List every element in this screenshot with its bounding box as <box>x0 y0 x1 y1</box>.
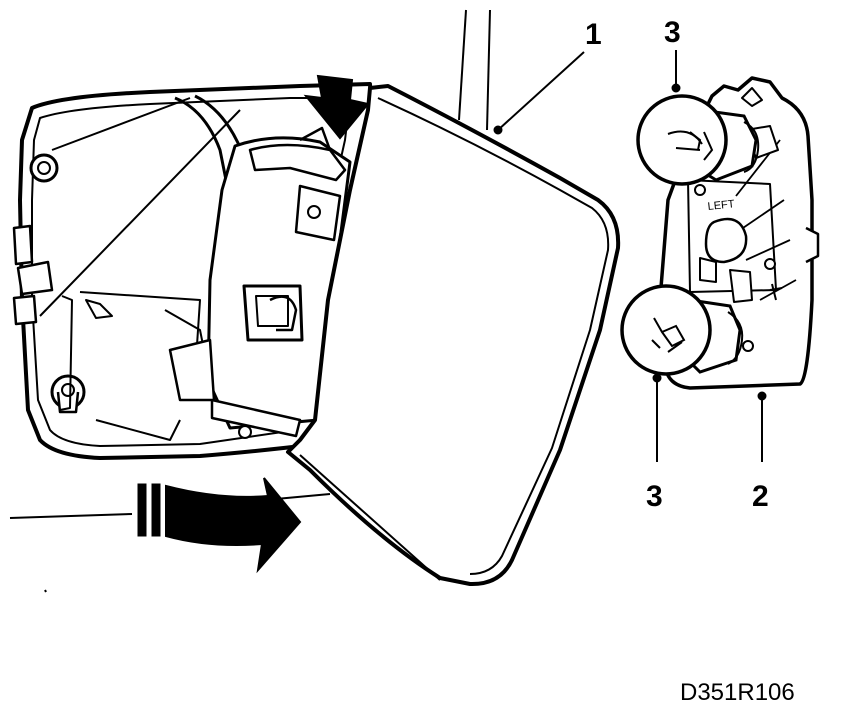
motor-unit <box>168 94 352 439</box>
leader-lines <box>493 50 767 462</box>
mirror-cover <box>286 84 621 587</box>
bulb-top <box>636 94 760 186</box>
callout-bulb-top: 3 <box>664 16 681 49</box>
callout-bulb-bottom: 3 <box>646 480 663 513</box>
figure-code: D351R106 <box>680 679 795 706</box>
callout-lamp-holder: 2 <box>752 480 769 513</box>
rotation-arrow <box>137 477 302 574</box>
push-arrow <box>303 74 370 140</box>
bulb-bottom <box>620 284 744 376</box>
callout-cover: 1 <box>585 18 602 51</box>
left-marking: LEFT <box>707 198 735 213</box>
bulb-top-glass <box>636 94 728 186</box>
